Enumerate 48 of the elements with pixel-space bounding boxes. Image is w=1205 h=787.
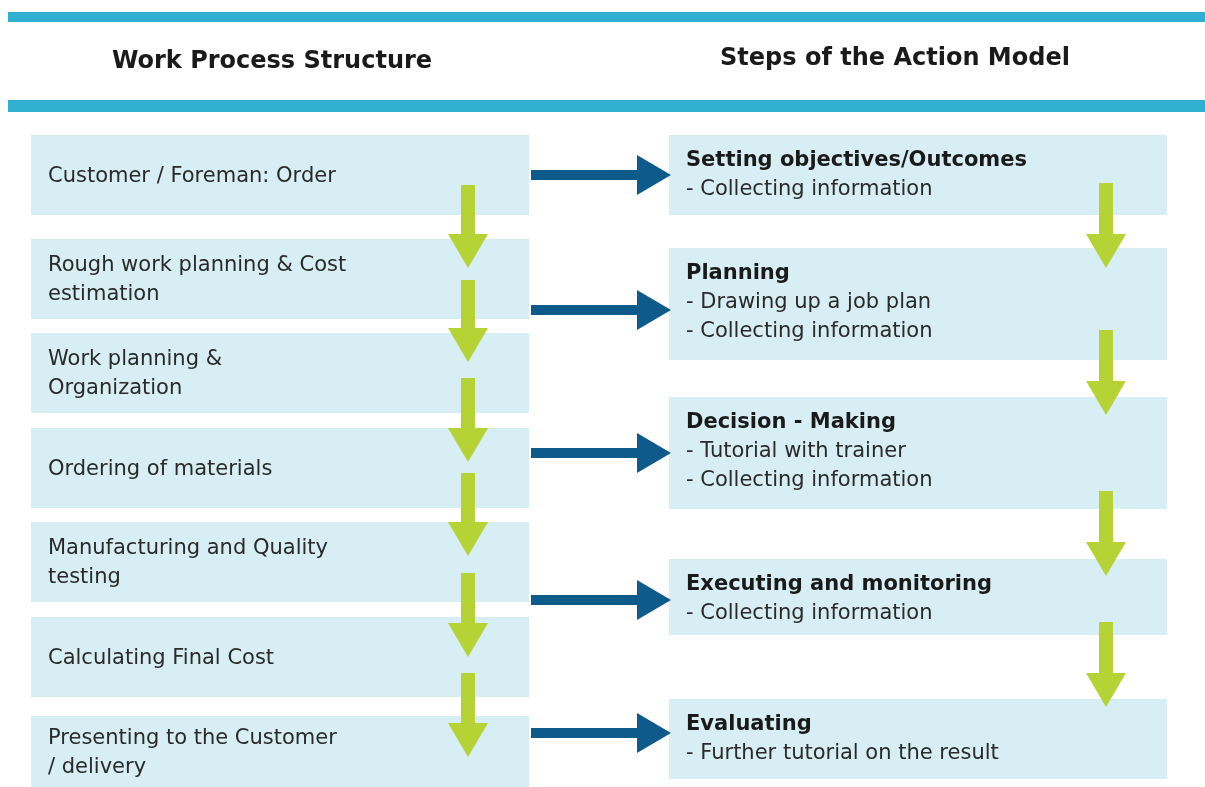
process-box (31, 617, 529, 697)
arrow (531, 155, 671, 195)
arrow (1086, 183, 1126, 268)
process-box (31, 522, 529, 602)
arrow (1086, 330, 1126, 415)
arrow (1086, 491, 1126, 576)
arrow (448, 185, 488, 268)
process-box (31, 333, 529, 413)
step-text: Customer / Foreman: Order (48, 161, 336, 189)
step-text: Ordering of materials (48, 454, 273, 482)
process-box (669, 397, 1167, 509)
arrow (448, 573, 488, 657)
step-text: - Tutorial with trainer (686, 437, 906, 464)
process-box (669, 248, 1167, 360)
process-box (31, 135, 529, 215)
step-heading: Planning (686, 259, 790, 286)
arrow (531, 290, 671, 330)
step-text: - Drawing up a job plan (686, 288, 932, 315)
step-heading: Decision - Making (686, 408, 896, 435)
process-box (669, 699, 1167, 779)
arrow (531, 580, 671, 620)
arrow (448, 673, 488, 757)
step-text: Rough work planning & Cost estimation (48, 251, 348, 307)
step-text: Presenting to the Customer / delivery (48, 724, 338, 780)
arrow (448, 473, 488, 556)
process-box (31, 716, 529, 787)
column-heading: Work Process Structure (111, 46, 433, 74)
step-text: Work planning & Organization (48, 345, 224, 401)
arrow (448, 280, 488, 362)
arrow (448, 378, 488, 462)
step-text: - Collecting information (686, 175, 933, 202)
step-text: - Collecting information (686, 466, 933, 493)
column-heading: Steps of the Action Model (720, 43, 1070, 71)
step-heading: Evaluating (686, 710, 812, 737)
step-text: Manufacturing and Quality testing (48, 534, 329, 590)
step-text: - Further tutorial on the result (686, 739, 999, 766)
step-heading: Setting objectives/Outcomes (686, 146, 1027, 173)
process-box (31, 239, 529, 319)
arrow (531, 713, 671, 753)
step-text: Calculating Final Cost (48, 643, 275, 671)
process-box (669, 135, 1167, 215)
step-heading: Executing and monitoring (686, 570, 992, 597)
arrow (531, 433, 671, 473)
process-box (669, 559, 1167, 635)
step-text: - Collecting information (686, 599, 933, 626)
arrow (1086, 622, 1126, 707)
process-box (31, 428, 529, 508)
step-text: - Collecting information (686, 317, 933, 344)
